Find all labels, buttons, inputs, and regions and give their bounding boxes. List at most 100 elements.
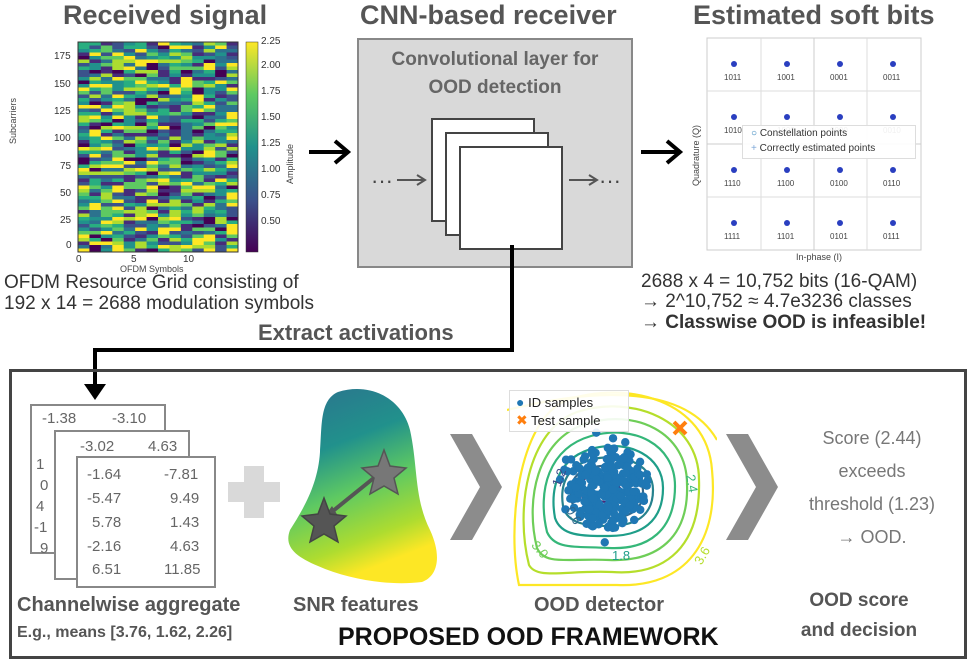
heatmap-cell (89, 80, 102, 85)
heatmap-cell (169, 227, 182, 232)
heatmap-cell (135, 245, 148, 249)
received-heatmap-plot: 175 150 125 100 75 50 25 0 0 5 10 OFDM S… (0, 34, 300, 274)
heatmap-cell (158, 115, 170, 120)
heatmap-cell (203, 122, 216, 127)
matrix-value: 6.51 (92, 561, 122, 578)
heatmap-cell (180, 210, 193, 214)
heatmap-cell (135, 91, 148, 95)
heatmap-cell (100, 122, 113, 127)
xtick: 10 (183, 254, 195, 265)
heatmap-cell (215, 140, 228, 144)
heatmap-cell (146, 63, 159, 67)
cbar-tick: 1.75 (261, 86, 281, 97)
heatmap-cell (226, 66, 239, 71)
heatmap-cell (89, 241, 102, 246)
heatmap-cell (203, 84, 216, 88)
ytick: 100 (54, 133, 71, 144)
heatmap-cell (135, 175, 148, 179)
heatmap-cell (135, 203, 148, 207)
score-line: threshold (1.23) (808, 494, 936, 514)
heatmap-cell (112, 101, 125, 106)
heatmap-cell (180, 143, 193, 148)
point-label: 1111 (724, 232, 741, 241)
heatmap-cell (78, 199, 90, 204)
heatmap-cell (158, 220, 170, 225)
heatmap-cell (123, 178, 136, 183)
heatmap-cell (192, 77, 205, 81)
heatmap-cell (192, 122, 205, 127)
star-icon (300, 495, 348, 544)
heatmap-cell (192, 119, 205, 123)
heatmap-cell (226, 220, 239, 225)
heatmap-cell (135, 147, 148, 151)
heatmap-cell (135, 108, 148, 113)
heatmap-cell (169, 168, 182, 172)
heatmap-cell (135, 63, 148, 67)
heatmap-cell (78, 80, 90, 85)
heatmap-cell (100, 101, 113, 106)
heatmap-cell (203, 59, 216, 64)
heatmap-cell (146, 70, 159, 74)
heatmap-cell (100, 171, 113, 176)
heatmap-cell (180, 112, 193, 116)
matrix-value: -7.81 (164, 466, 199, 483)
heatmap-cell (192, 189, 205, 193)
heatmap-cell (169, 248, 182, 253)
heatmap-cell (89, 192, 102, 197)
heatmap-cell (100, 115, 113, 120)
heatmap-cell (203, 129, 216, 134)
ood-detector-plot: 1.2 2.4 1.8 3.0 3.6 0.6 ● ID samples ✖ T… (506, 380, 718, 590)
constellation-point (784, 167, 790, 173)
heatmap-cell (169, 175, 182, 179)
heatmap-cell (226, 98, 239, 102)
heatmap-cell (180, 77, 193, 81)
heatmap-cell (192, 224, 205, 228)
estimated-title: Estimated soft bits (693, 0, 935, 30)
heatmap-cell (100, 182, 113, 186)
heatmap-cell (192, 245, 205, 249)
heatmap-cell (112, 185, 125, 190)
heatmap-cell (100, 203, 113, 207)
point-label: 0100 (830, 179, 848, 188)
heatmap-cell (112, 143, 125, 148)
arrow-out-icon (569, 174, 599, 186)
heatmap-cell (192, 59, 205, 64)
heatmap-cell (180, 66, 193, 71)
heatmap-cell (89, 112, 102, 116)
heatmap-cell (192, 182, 205, 186)
heatmap-cell (112, 49, 125, 53)
contour-label: 1.8 (612, 548, 631, 563)
heatmap-cell (146, 175, 159, 179)
heatmap-cell (169, 196, 182, 200)
id-sample-point (629, 487, 639, 496)
heatmap-cell (169, 178, 182, 183)
heatmap-cell (158, 157, 170, 162)
heatmap-cell (192, 150, 205, 155)
id-sample-point (609, 444, 619, 453)
heatmap-cell (146, 49, 159, 53)
cnn-title: CNN-based receiver (360, 0, 617, 30)
heatmap-cell (215, 136, 228, 141)
heatmap-cell (215, 241, 228, 246)
heatmap-cell (112, 217, 125, 221)
heatmap-cell (192, 126, 205, 130)
heatmap-cell (146, 217, 159, 221)
heatmap-cell (135, 73, 148, 78)
heatmap-cell (135, 213, 148, 218)
dot-icon: ● (516, 394, 525, 410)
heatmap-cell (226, 91, 239, 95)
heatmap-cell (100, 245, 113, 249)
heatmap-cell (180, 136, 193, 141)
heatmap-cell (158, 80, 170, 85)
star-icon (360, 447, 408, 496)
id-sample-point (603, 473, 612, 483)
heatmap-cell (135, 217, 148, 221)
matrix-value: -1.64 (87, 466, 122, 483)
heatmap-cell (135, 119, 148, 123)
heatmap-cell (192, 192, 205, 197)
heatmap-cell (158, 105, 170, 109)
heatmap-cell (135, 143, 148, 148)
heatmap-cell (226, 94, 239, 99)
heatmap-cell (89, 122, 102, 127)
heatmap-cell (203, 56, 216, 60)
